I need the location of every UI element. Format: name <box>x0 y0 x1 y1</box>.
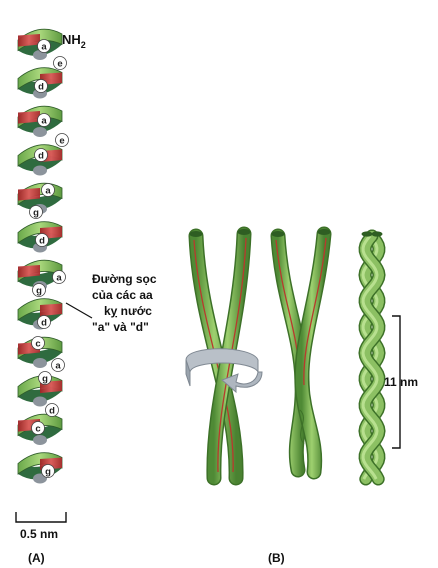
residue-letter: d <box>38 81 44 92</box>
hydrophobic-stripe-segment <box>40 303 62 317</box>
hydrophobic-stripe-segment <box>18 34 40 47</box>
residue-badge <box>37 113 51 127</box>
residue-letter: g <box>33 207 39 218</box>
helix-core <box>33 165 47 176</box>
coil-strand-a <box>359 231 385 484</box>
residue-badge <box>29 205 43 219</box>
callout-line-2: của các aa <box>92 288 153 302</box>
residue-letter: e <box>59 135 64 146</box>
dimension-bracket: 11 nm <box>384 315 418 449</box>
residue-badge <box>37 39 51 53</box>
residue-letter: a <box>56 272 62 283</box>
dimension-label: 11 nm <box>384 375 418 389</box>
coil-strand-a-highlight <box>361 235 379 480</box>
residue-badge <box>41 464 55 478</box>
residue-badge <box>38 371 52 385</box>
helix-turn-back <box>18 188 62 211</box>
residue-badge <box>34 148 48 162</box>
helix-pair-wrapping <box>270 226 332 480</box>
residue-letter: e <box>57 58 62 69</box>
coil-strand-b-highlight <box>361 235 379 480</box>
residue-badge <box>31 336 45 350</box>
residue-letter: c <box>35 423 40 434</box>
residue-badge <box>55 133 69 147</box>
residue-badge <box>32 283 46 297</box>
coiled-coil-wound <box>358 229 386 486</box>
callout-line-4: "a" và "d" <box>92 320 149 334</box>
scale-bar: 0.5 nm <box>15 512 67 541</box>
residue-letter: d <box>41 317 47 328</box>
helix-turn-back <box>18 265 62 288</box>
residue-badge <box>45 403 59 417</box>
residue-badge <box>37 315 51 329</box>
residue-badge <box>53 56 67 70</box>
coil-end-cap <box>361 231 373 237</box>
residue-letter: a <box>41 41 47 52</box>
residue-letter: d <box>49 405 55 416</box>
helix-turn-back <box>18 342 62 365</box>
helix-core <box>33 396 47 407</box>
residue-letter: d <box>38 150 44 161</box>
scale-label: 0.5 nm <box>20 527 58 541</box>
hydrophobic-stripe-callout: Đường sọc của các aa kỵ nước "a" và "d" <box>92 272 157 334</box>
residue-letter: d <box>39 235 45 246</box>
residue-letter: a <box>55 360 61 371</box>
residue-letter: g <box>45 466 51 477</box>
residue-badge <box>52 270 66 284</box>
hydrophobic-stripe-segment <box>18 265 40 278</box>
helix-core <box>33 435 47 445</box>
helix-core <box>33 358 47 368</box>
panel-b-label: (B) <box>268 551 285 565</box>
residue-badge <box>34 79 48 93</box>
helix-core <box>33 127 47 137</box>
residue-badge <box>41 183 55 197</box>
coil-end-cap <box>371 231 383 237</box>
residue-letter: a <box>45 185 51 196</box>
panel-a-label: (A) <box>28 551 45 565</box>
residue-letter: c <box>35 338 40 349</box>
residue-badge <box>31 421 45 435</box>
residue-badge <box>35 233 49 247</box>
callout-line-3: kỵ nước <box>104 304 152 318</box>
nh2-label: NH2 <box>62 32 86 50</box>
rotation-arrow <box>185 348 263 394</box>
hydrophobic-stripe-segment <box>18 111 40 124</box>
coil-strand-b <box>359 231 385 484</box>
callout-line-1: Đường sọc <box>92 272 157 286</box>
residue-badge <box>51 358 65 372</box>
residue-letter: g <box>36 285 42 296</box>
hydrophobic-stripe-segment <box>18 188 40 201</box>
callout-leader-line <box>65 302 93 319</box>
residue-letter: g <box>42 373 48 384</box>
residue-letter: a <box>41 115 47 126</box>
